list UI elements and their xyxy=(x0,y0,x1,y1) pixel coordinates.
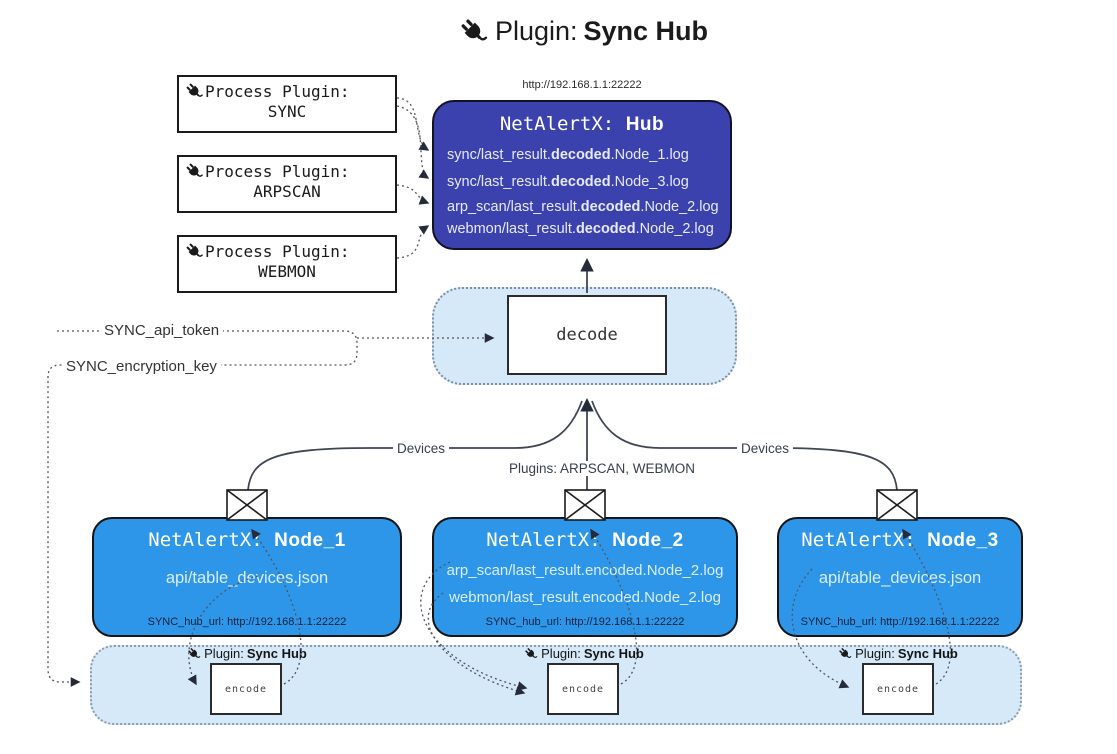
process-plugin-name: ARPSCAN xyxy=(253,182,321,201)
node2-line: arp_scan/last_result.encoded.Node_2.log xyxy=(446,562,724,579)
process-plugin-label: Process Plugin: xyxy=(205,162,350,181)
encode3-label: Plugin: Sync Hub xyxy=(838,646,958,661)
process-plugin-name: SYNC xyxy=(267,102,307,121)
hub-log-line: webmon/last_result.decoded.Node_2.log xyxy=(447,221,714,237)
encode1-box: encode xyxy=(210,663,282,715)
hub-title-mono: NetAlertX: xyxy=(499,113,626,135)
plug-icon xyxy=(185,82,204,101)
encode2-box: encode xyxy=(547,663,619,715)
sync-encryption-key-label: SYNC_encryption_key xyxy=(62,358,221,375)
encode2-label: Plugin: Sync Hub xyxy=(524,646,644,661)
process-plugin-sync-box: Process Plugin: SYNC xyxy=(177,75,397,133)
node2-hub-url: SYNC_hub_url: http://192.168.1.1:22222 xyxy=(485,616,685,628)
node1-box: NetAlertX: Node_1 api/table_devices.json… xyxy=(92,517,402,637)
plug-icon xyxy=(524,647,538,661)
hub-url-label: http://192.168.1.1:22222 xyxy=(522,79,642,91)
decode-box: decode xyxy=(507,295,667,375)
node2-title: NetAlertX: Node_2 xyxy=(486,529,684,551)
devices-right-label: Devices xyxy=(737,441,794,456)
page-title-prefix: Plugin: xyxy=(494,16,578,46)
plug-icon xyxy=(185,242,204,261)
hub-title-bold: Hub xyxy=(625,114,665,135)
encode1-label: Plugin: Sync Hub xyxy=(187,646,307,661)
hub-box: NetAlertX: Hub sync/last_result.decoded.… xyxy=(432,100,732,250)
page-title: Plugin: Sync Hub xyxy=(0,16,1117,47)
hub-log-line: sync/last_result.decoded.Node_1.log xyxy=(447,147,689,163)
plug-icon xyxy=(838,647,852,661)
process-plugin-webmon-box: Process Plugin: WEBMON xyxy=(177,235,397,293)
node1-title: NetAlertX: Node_1 xyxy=(148,529,346,551)
node3-line: api/table_devices.json xyxy=(818,569,982,587)
plugin-to-hub-connectors xyxy=(396,97,430,259)
hub-log-line: arp_scan/last_result.decoded.Node_2.log xyxy=(447,199,719,215)
process-plugin-label: Process Plugin: xyxy=(205,82,350,101)
envelope-icons xyxy=(226,489,918,521)
process-plugin-arpscan-box: Process Plugin: ARPSCAN xyxy=(177,155,397,213)
node2-line: webmon/last_result.encoded.Node_2.log xyxy=(449,589,721,606)
page-title-name: Sync Hub xyxy=(583,16,709,46)
plugins-mid-label: Plugins: ARPSCAN, WEBMON xyxy=(505,461,700,476)
process-plugin-name: WEBMON xyxy=(258,262,316,281)
node3-box: NetAlertX: Node_3 api/table_devices.json… xyxy=(777,517,1023,637)
plug-icon xyxy=(185,162,204,181)
node1-hub-url: SYNC_hub_url: http://192.168.1.1:22222 xyxy=(147,616,347,628)
plug-icon xyxy=(459,17,489,47)
devices-curves xyxy=(247,397,898,491)
process-plugin-label: Process Plugin: xyxy=(205,242,350,261)
node2-box: NetAlertX: Node_2 arp_scan/last_result.e… xyxy=(432,517,738,637)
sync-api-token-label: SYNC_api_token xyxy=(100,322,224,339)
envelope-icon xyxy=(226,489,268,521)
node3-title: NetAlertX: Node_3 xyxy=(801,529,999,551)
envelope-icon xyxy=(876,489,918,521)
hub-log-line: sync/last_result.decoded.Node_3.log xyxy=(447,174,689,190)
plug-icon xyxy=(187,647,201,661)
node1-line: api/table_devices.json xyxy=(165,569,329,587)
node3-hub-url: SYNC_hub_url: http://192.168.1.1:22222 xyxy=(800,616,1000,628)
hub-title: NetAlertX: Hub xyxy=(434,113,730,136)
envelope-icon xyxy=(564,489,606,521)
encode3-box: encode xyxy=(862,663,934,715)
devices-left-label: Devices xyxy=(393,441,450,456)
